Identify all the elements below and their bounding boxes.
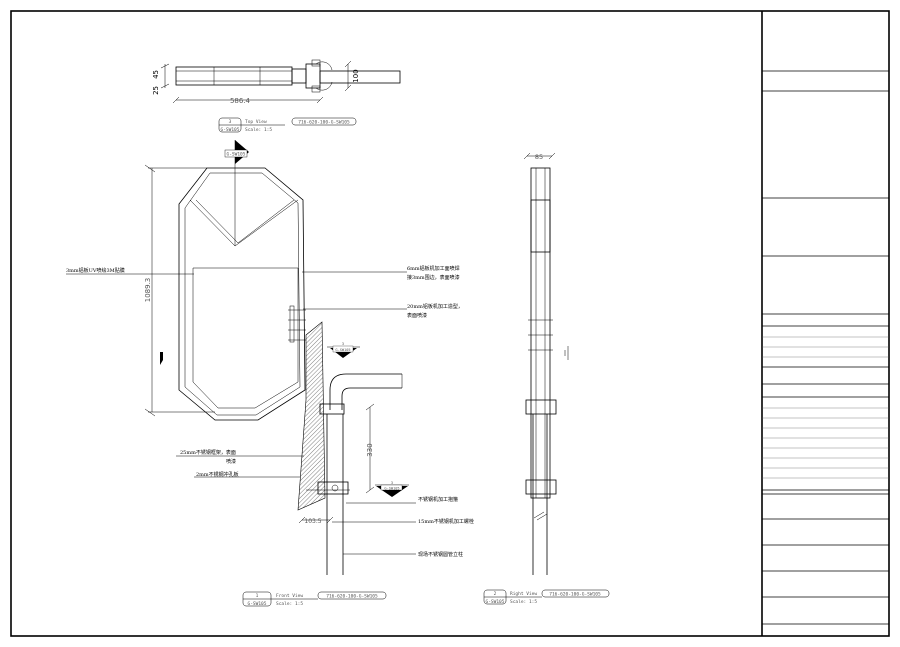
right-view-tag: 2 G-SW105 Right View Scale: 1:5 716-620-… <box>483 589 610 605</box>
top-view-tag: 3 G-SW105 Top View Scale: 1:5 716-620-10… <box>218 117 357 133</box>
note-plate-l2: 表面喷漆 <box>407 312 427 319</box>
note-bracket: 不锈钢机加工抱箍 <box>418 496 458 503</box>
right-view: 85 <box>523 152 569 575</box>
front-tag-name: Front View <box>276 593 303 599</box>
top-dim-width: 100 <box>352 69 360 82</box>
note-plate-l1: 20mm铝板机加工造型， <box>407 303 463 310</box>
top-tag-sheet: G-SW105 <box>221 127 240 133</box>
svg-text:3: 3 <box>391 481 393 485</box>
note-left-panel: 3mm铝板UV喷绘3M贴膜 <box>66 267 125 274</box>
svg-text:G-SW105: G-SW105 <box>335 348 350 352</box>
top-tag-name: Top View <box>245 119 267 125</box>
top-dim-25: 25 <box>152 86 160 95</box>
svg-text:G-SW105: G-SW105 <box>384 487 399 491</box>
right-dim-width: 85 <box>535 153 543 161</box>
note-steel-frame-l1: 25mm不锈钢框架，表面 <box>180 449 236 456</box>
front-dim-bottom: 103.5 <box>304 518 321 525</box>
top-tag-ref: 716-620-100-G-SW105 <box>298 120 350 126</box>
note-steel-frame-l2: 喷漆 <box>226 458 236 465</box>
right-tag-num: 2 <box>494 591 497 597</box>
note-frame-l1: 6mm铝板机加工面喷焊 <box>407 265 460 272</box>
front-view: G-SW105 <box>66 140 474 575</box>
note-perforated: 2mm不锈钢冲孔板 <box>196 471 239 478</box>
front-tag-sheet: G-SW105 <box>248 601 267 607</box>
note-frame-l2: 接3mm围边，表面喷漆 <box>407 274 460 281</box>
top-dim-45: 45 <box>152 70 160 79</box>
front-dim-post: 330 <box>366 443 374 456</box>
title-block <box>762 70 889 625</box>
note-post: 现场不锈钢圆管立柱 <box>418 551 463 558</box>
note-bolt: 15mm不锈钢机加工螺栓 <box>418 518 474 525</box>
front-tag-num: 1 <box>256 593 259 599</box>
top-tag-scale: Scale: 1:5 <box>245 127 272 133</box>
top-dim-length: 586.4 <box>230 97 251 105</box>
callout-marker-2: 3 G-SW105 <box>375 481 409 497</box>
sheet-frame <box>10 10 890 637</box>
right-tag-sheet: G-SW105 <box>486 599 505 605</box>
svg-text:3: 3 <box>342 342 344 346</box>
top-view: 45 25 586.4 100 <box>152 59 401 105</box>
top-tag-num: 3 <box>229 119 232 125</box>
front-section-marker: G-SW105 <box>227 152 246 158</box>
front-dim-height: 1089.3 <box>144 278 152 303</box>
front-tag-scale: Scale: 1:5 <box>276 601 303 607</box>
front-tag-ref: 716-620-100-G-SW105 <box>326 594 378 600</box>
front-view-tag: 1 G-SW105 Front View Scale: 1:5 716-620-… <box>242 591 387 607</box>
callout-marker-1: 3 G-SW105 <box>327 342 360 358</box>
right-tag-name: Right View <box>510 591 537 597</box>
right-tag-scale: Scale: 1:5 <box>510 599 537 605</box>
right-tag-ref: 716-620-100-G-SW105 <box>549 592 601 598</box>
